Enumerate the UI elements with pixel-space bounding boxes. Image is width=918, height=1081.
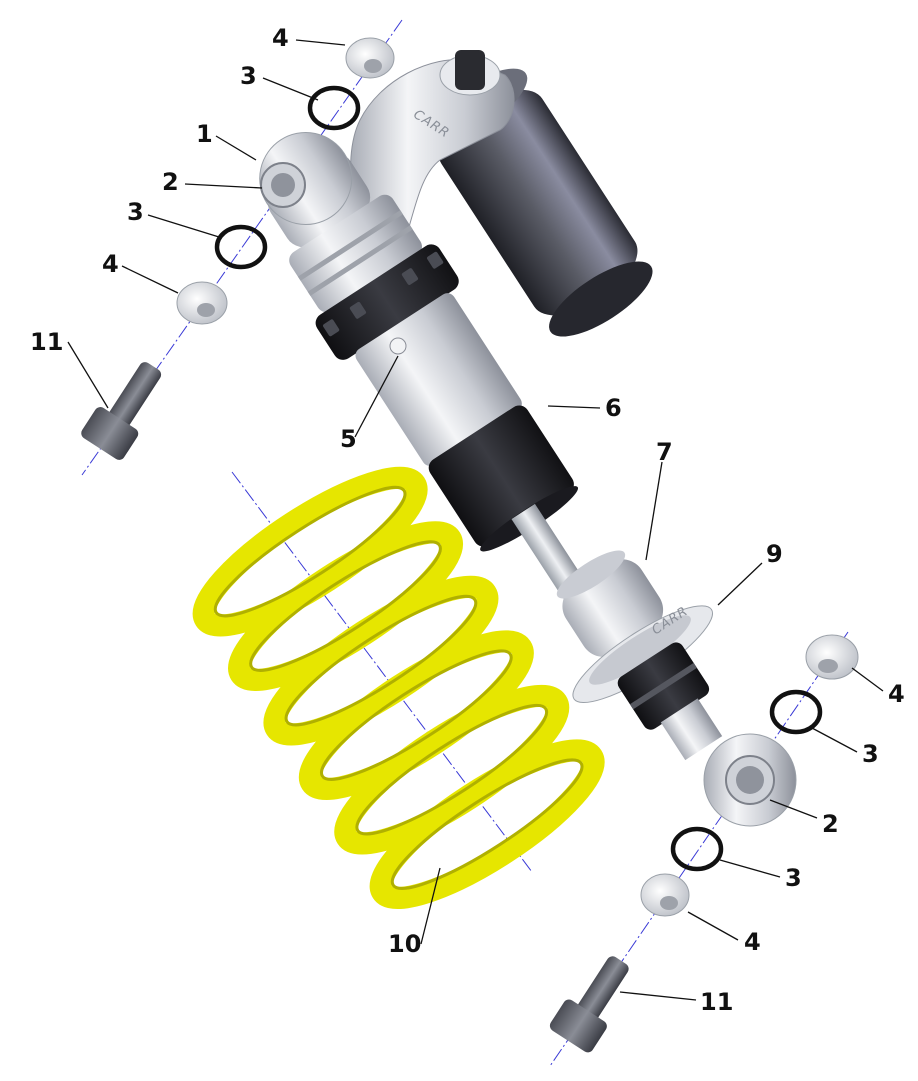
top-washer-lower [176,281,228,325]
coil-spring [192,466,605,909]
spring-shading [213,485,584,890]
callout-2-top: 2 [162,168,179,196]
top-oring-upper [307,85,361,131]
callout-10: 10 [388,930,421,958]
top-oring-lower [214,224,268,270]
callout-3-top-lower: 3 [127,198,144,226]
bottom-eye [703,733,797,827]
locking-pin [389,337,407,355]
bottom-washer-upper [805,634,859,680]
callout-1: 1 [196,120,213,148]
callout-3-top-upper: 3 [240,62,257,90]
lower-assembly [556,550,723,761]
callout-3-bottom-upper: 3 [862,740,879,768]
leader-lines [67,39,884,1001]
callout-6: 6 [605,394,622,422]
bottom-oring-upper [769,689,823,735]
callout-2-bottom: 2 [822,810,839,838]
callout-labels: 1 2 2 3 3 3 3 4 4 4 4 5 6 7 9 10 11 11 [30,24,905,1016]
callout-11-bottom: 11 [700,988,733,1016]
bottom-oring-lower [670,826,724,872]
top-bolt [81,362,162,460]
callout-5: 5 [340,425,357,453]
callout-3-bottom-lower: 3 [785,864,802,892]
top-washer-upper [345,37,395,79]
bottom-washer-lower [640,873,690,917]
callout-9: 9 [766,540,783,568]
callout-4-top-lower: 4 [102,250,119,278]
top-eye-bearing [260,162,306,208]
callout-4-bottom-lower: 4 [744,928,761,956]
reservoir-bridge: CARR [350,50,515,241]
callout-7: 7 [656,438,673,466]
shaft [511,503,587,599]
bottom-bolt [549,956,629,1053]
callout-4-top-upper: 4 [272,24,289,52]
callout-4-bottom-upper: 4 [888,680,905,708]
callout-11-top: 11 [30,328,63,356]
